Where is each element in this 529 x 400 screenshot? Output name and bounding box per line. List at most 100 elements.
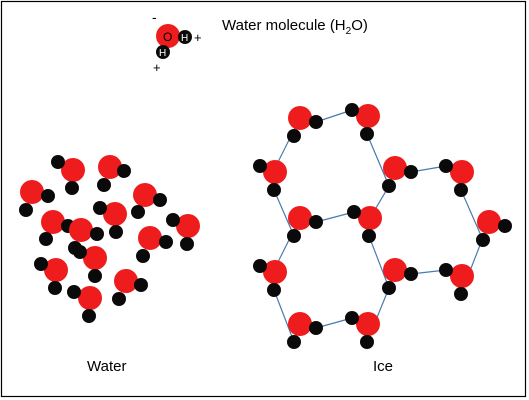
hydrogen-atom [404, 267, 418, 281]
ice-label: Ice [373, 358, 393, 375]
hydrogen-atom [362, 229, 376, 243]
oxygen-atom [383, 156, 407, 180]
hydrogen-bond-line [273, 289, 295, 343]
hydrogen-atom [41, 189, 55, 203]
legend-plus-sign-bottom: + [153, 60, 161, 75]
ice-molecule-13 [345, 311, 380, 349]
legend-molecule: - O H H + + [152, 9, 202, 75]
ice-molecule-5 [439, 159, 474, 197]
hydrogen-bond-line [368, 235, 390, 289]
oxygen-atom [83, 246, 107, 270]
water-molecule-4 [131, 183, 167, 219]
hydrogen-atom [287, 335, 301, 349]
hydrogen-atom [309, 115, 323, 129]
oxygen-atom [288, 312, 312, 336]
hydrogen-atom [345, 103, 359, 117]
water-label: Water [87, 358, 126, 375]
oxygen-atom [69, 218, 93, 242]
hydrogen-atom [309, 215, 323, 229]
ice-molecule-12 [287, 312, 323, 349]
legend-hydrogen-atom-right [178, 30, 192, 44]
hydrogen-atom [19, 203, 33, 217]
hydrogen-atom [153, 193, 167, 207]
legend-hydrogen-letter-bottom: H [159, 48, 166, 59]
oxygen-atom [477, 210, 501, 234]
hydrogen-atom [454, 287, 468, 301]
hydrogen-atom [345, 311, 359, 325]
oxygen-atom [288, 206, 312, 230]
ice-molecule-11 [439, 263, 474, 301]
hydrogen-atom [180, 237, 194, 251]
oxygen-atom [356, 104, 380, 128]
hydrogen-atom [287, 129, 301, 143]
liquid-water-molecules [19, 155, 200, 323]
hydrogen-atom [88, 269, 102, 283]
hydrogen-atom [65, 181, 79, 195]
hydrogen-atom [267, 183, 281, 197]
hydrogen-atom [253, 259, 267, 273]
legend-hydrogen-letter-right: H [181, 33, 188, 44]
oxygen-atom [383, 258, 407, 282]
legend-title: Water molecule (H2O) [222, 17, 368, 37]
hydrogen-atom [360, 127, 374, 141]
hydrogen-atom [439, 263, 453, 277]
legend-title-end: O) [351, 17, 368, 34]
oxygen-atom [78, 286, 102, 310]
hydrogen-atom [34, 257, 48, 271]
hydrogen-atom [287, 229, 301, 243]
water-molecule-3 [97, 155, 131, 192]
water-molecule-13 [67, 285, 102, 323]
oxygen-atom [41, 210, 65, 234]
hydrogen-atom [404, 165, 418, 179]
hydrogen-atom [439, 159, 453, 173]
oxygen-atom [138, 226, 162, 250]
hydrogen-atom [39, 232, 53, 246]
legend-title-subscript: 2 [346, 26, 352, 37]
hydrogen-atom [267, 283, 281, 297]
ice-molecule-9 [253, 259, 287, 297]
hydrogen-atom [382, 281, 396, 295]
oxygen-atom [263, 260, 287, 284]
hydrogen-atom [51, 155, 65, 169]
legend-oxygen-atom [156, 24, 180, 48]
oxygen-atom [98, 155, 122, 179]
oxygen-atom [288, 106, 312, 130]
ice-molecule-1 [287, 106, 323, 143]
oxygen-atom [20, 180, 44, 204]
hydrogen-bond-line [366, 133, 390, 187]
hydrogen-atom [498, 219, 512, 233]
oxygen-atom [450, 264, 474, 288]
legend-oxygen-letter: O [163, 30, 172, 44]
hydrogen-atom [97, 178, 111, 192]
hydrogen-atom [134, 278, 148, 292]
ice-molecule-2 [345, 103, 380, 141]
hydrogen-atom [360, 335, 374, 349]
hydrogen-atom [48, 281, 62, 295]
oxygen-atom [356, 312, 380, 336]
legend-hydrogen-atom-bottom [156, 45, 170, 59]
hydrogen-atom [67, 285, 81, 299]
hydrogen-atom [117, 164, 131, 178]
water-molecule-7 [166, 213, 200, 251]
hydrogen-atom [166, 213, 180, 227]
hydrogen-atom [90, 227, 104, 241]
legend-title-main: Water molecule (H [222, 17, 346, 34]
hydrogen-atom [112, 292, 126, 306]
water-molecule-6 [93, 201, 127, 239]
water-molecule-9 [136, 226, 173, 263]
hydrogen-atom [131, 205, 145, 219]
oxygen-atom [358, 206, 382, 230]
hydrogen-atom [93, 201, 107, 215]
hydrogen-atom [382, 179, 396, 193]
water-molecule-2 [51, 155, 85, 195]
oxygen-atom [44, 258, 68, 282]
hydrogen-atom [253, 159, 267, 173]
ice-molecule-7 [347, 205, 382, 243]
oxygen-atom [133, 183, 157, 207]
oxygen-atom [263, 160, 287, 184]
water-molecule-11 [34, 257, 68, 295]
ice-molecule-10 [382, 258, 418, 295]
water-molecule-10 [73, 245, 107, 283]
